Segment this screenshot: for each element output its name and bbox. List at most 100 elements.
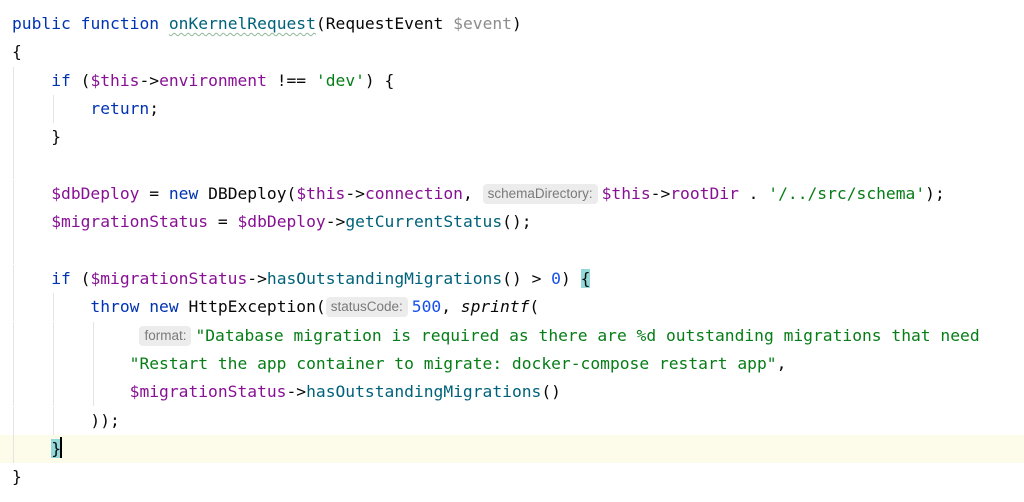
unused-variable: $event (453, 14, 512, 33)
code-text: ( (529, 297, 540, 316)
number: 500 (411, 297, 442, 316)
code-line-17[interactable]: } (0, 463, 1024, 491)
indent-guide (13, 435, 14, 463)
code-text: DBDeploy( (198, 184, 297, 203)
variable: $migrationStatus (129, 382, 287, 401)
code-text: () > (502, 269, 552, 288)
number: 0 (551, 269, 561, 288)
keyword-public: public (12, 14, 71, 33)
code-text: = (139, 184, 169, 203)
parameter-hint-schema-directory: schemaDirectory: (482, 184, 598, 204)
code-text: ( (70, 71, 91, 90)
parameter-hint-status-code: statusCode: (325, 297, 408, 317)
code-text: , (776, 354, 787, 373)
string: '/../src/schema' (768, 184, 926, 203)
variable: $this (601, 184, 651, 203)
method-call: getCurrentStatus (345, 212, 503, 231)
indent-guide (13, 378, 14, 406)
brace: } (12, 467, 22, 486)
indent-guide (13, 208, 14, 236)
indent-guide (53, 293, 54, 321)
code-text: (); (502, 212, 532, 231)
code-text: )); (90, 411, 120, 430)
indent-guide (13, 151, 14, 179)
code-text: ; (149, 99, 160, 118)
indent-guide (93, 378, 94, 406)
keyword-if: if (51, 269, 71, 288)
code-text: -> (286, 382, 307, 401)
code-line-15[interactable]: )); (0, 407, 1024, 435)
string: "Restart the app container to migrate: d… (129, 354, 777, 373)
code-line-14[interactable]: $migrationStatus->hasOutstandingMigratio… (0, 378, 1024, 406)
variable: $migrationStatus (90, 269, 248, 288)
code-line-7[interactable]: $dbDeploy = new DBDeploy($this->connecti… (0, 180, 1024, 208)
indent-guide (13, 95, 14, 123)
code-line-3[interactable]: if ($this->environment !== 'dev') { (0, 67, 1024, 95)
indent-guide (53, 378, 54, 406)
code-line-11[interactable]: throw new HttpException(statusCode:500, … (0, 293, 1024, 321)
function-call: sprintf (460, 297, 530, 316)
indent-guide (13, 67, 14, 95)
code-text: ); (925, 184, 945, 203)
code-text: ) (560, 269, 581, 288)
property: rootDir (670, 184, 739, 203)
code-line-9[interactable] (0, 236, 1024, 264)
code-line-4[interactable]: return; (0, 95, 1024, 123)
code-text: (RequestEvent (315, 14, 454, 33)
code-text: HttpException( (178, 297, 326, 316)
indent-guide (93, 350, 94, 378)
variable: $dbDeploy (237, 212, 326, 231)
indent-guide (13, 350, 14, 378)
code-text: = (208, 212, 238, 231)
indent-guide (13, 407, 14, 435)
code-text: ( (70, 269, 91, 288)
code-line-6[interactable] (0, 151, 1024, 179)
indent-guide (13, 265, 14, 293)
code-text: . (738, 184, 769, 203)
indent-guide (53, 350, 54, 378)
keyword-function: function (80, 14, 160, 33)
keyword-throw: throw (90, 297, 140, 316)
code-text: -> (139, 71, 160, 90)
code-line-8[interactable]: $migrationStatus = $dbDeploy->getCurrent… (0, 208, 1024, 236)
string: 'dev' (315, 71, 365, 90)
code-line-12[interactable]: format:"Database migration is required a… (0, 322, 1024, 350)
code-text: ) { (364, 71, 395, 90)
code-line-13[interactable]: "Restart the app container to migrate: d… (0, 350, 1024, 378)
code-line-1[interactable]: public function onKernelRequest(RequestE… (0, 10, 1024, 38)
brace: } (51, 127, 62, 146)
indent-guide (13, 293, 14, 321)
indent-guide (53, 322, 54, 350)
code-text: , (441, 297, 461, 316)
code-line-16-current[interactable]: } (0, 435, 1024, 463)
code-text: ) (511, 14, 522, 33)
matched-brace-open: { (580, 269, 591, 288)
string: "Database migration is required as there… (195, 326, 980, 345)
indent-guide (53, 407, 54, 435)
variable: $this (296, 184, 346, 203)
indent-guide (13, 180, 14, 208)
indent-guide (13, 236, 14, 264)
indent-guide (13, 322, 14, 350)
brace: { (12, 42, 22, 61)
keyword-return: return (90, 99, 150, 118)
indent-guide (93, 322, 94, 350)
code-line-2[interactable]: { (0, 38, 1024, 66)
indent-guide (53, 95, 54, 123)
matched-brace-close: } (51, 439, 62, 458)
property: connection (364, 184, 463, 203)
code-text (139, 297, 149, 316)
function-name[interactable]: onKernelRequest (168, 14, 316, 33)
code-line-10[interactable]: if ($migrationStatus->hasOutstandingMigr… (0, 265, 1024, 293)
variable: $this (90, 71, 140, 90)
code-text: -> (345, 184, 365, 203)
code-text: -> (650, 184, 671, 203)
code-text: , (462, 184, 483, 203)
code-text: !== (266, 71, 316, 90)
text-caret (60, 437, 63, 458)
code-line-5[interactable]: } (0, 123, 1024, 151)
method-call: hasOutstandingMigrations (266, 269, 503, 288)
keyword-new: new (149, 297, 179, 316)
variable: $dbDeploy (51, 184, 140, 203)
